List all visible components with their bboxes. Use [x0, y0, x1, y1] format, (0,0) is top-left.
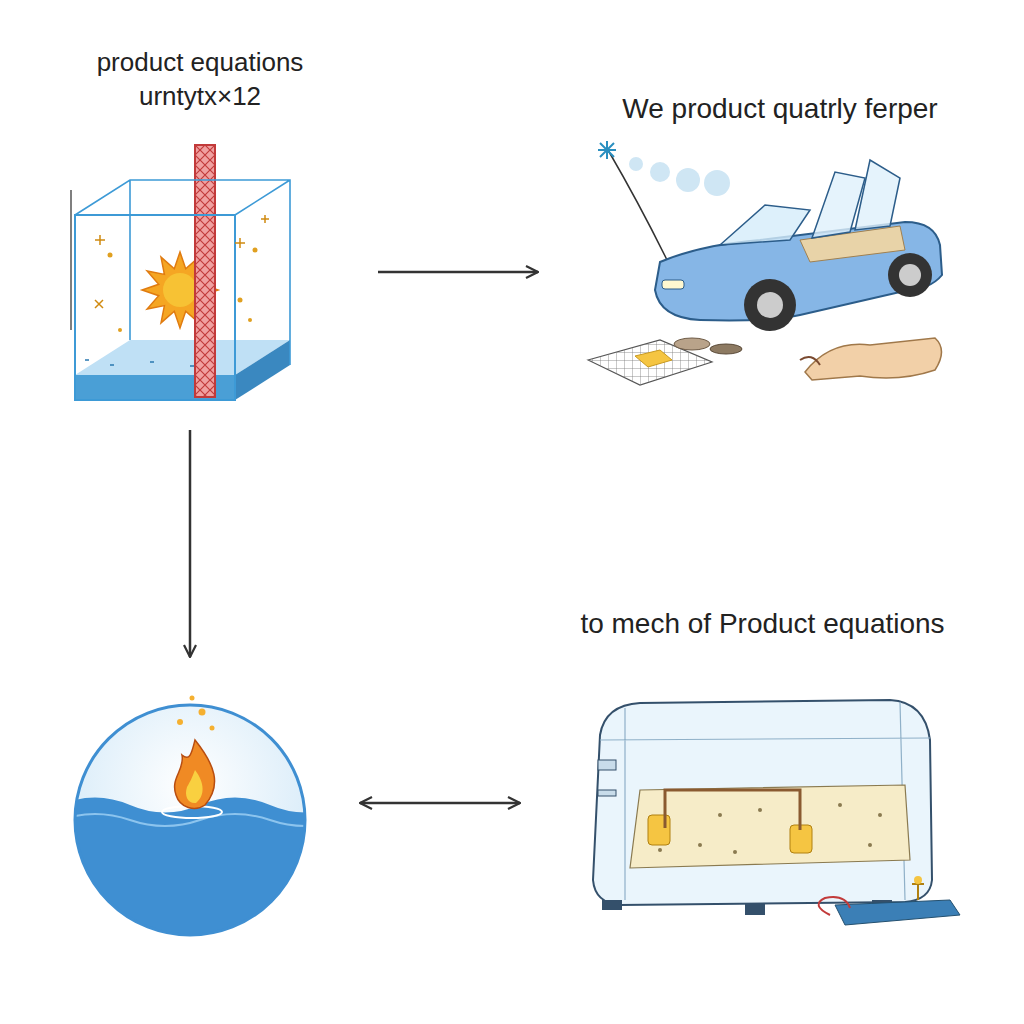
car-illustration-part — [598, 141, 616, 159]
car-illustration-part — [805, 338, 942, 380]
machine-illustration-part — [598, 760, 616, 770]
machine-illustration-part — [912, 884, 924, 900]
machine-illustration-part — [914, 876, 922, 884]
machine-illustration-part — [868, 843, 872, 847]
machine-illustration-part — [665, 790, 800, 830]
glass-tank-part — [163, 273, 197, 307]
flame-in-water-part — [199, 709, 206, 716]
glass-tank-part — [118, 328, 122, 332]
node-heading: product equations urntytx×12 — [70, 40, 330, 114]
flame-in-water-part — [60, 798, 340, 951]
machine-illustration-part — [758, 808, 762, 812]
flow-arrow — [189, 430, 192, 657]
car-illustration-part — [855, 160, 900, 230]
glass-tank-part — [195, 145, 215, 397]
car-illustration-part — [635, 350, 672, 367]
flame-in-water — [60, 696, 340, 951]
car-illustration-part — [704, 170, 730, 196]
glass-tank-part — [235, 340, 290, 400]
machine-illustration-part — [819, 897, 850, 915]
glass-tank-part — [238, 298, 243, 303]
machine-illustration-part — [658, 848, 662, 852]
car-illustration-part — [888, 253, 932, 297]
car-illustration-part — [650, 162, 670, 182]
glass-tank — [71, 145, 290, 400]
car-illustration-part — [899, 264, 921, 286]
glass-tank-part — [108, 253, 113, 258]
flame-in-water-part-part — [60, 798, 340, 951]
glass-tank-part — [195, 145, 215, 397]
machine-illustration-part — [718, 813, 722, 817]
glass-tank-part — [253, 248, 258, 253]
machine-illustration-part — [630, 785, 910, 868]
glass-tank-part — [75, 180, 290, 365]
car-illustration-part — [710, 344, 742, 354]
car-illustration-part — [662, 280, 684, 289]
machine-illustration-part — [733, 850, 737, 854]
car-illustration-part — [744, 279, 796, 331]
car-illustration-part — [720, 205, 810, 245]
glass-tank-part — [248, 318, 252, 322]
node-heading: to mech of Product equations — [545, 600, 980, 642]
machine-illustration-part — [835, 900, 960, 925]
car-illustration-part — [629, 157, 643, 171]
car-illustration-part — [800, 357, 820, 365]
machine-illustration-part — [598, 790, 616, 796]
car-node: We product quatrly ferper — [570, 85, 990, 395]
flame-in-water-part — [75, 705, 305, 935]
machine-illustration-part — [602, 900, 622, 910]
machine-node: to mech of Product equations — [540, 600, 985, 935]
flame-in-water-part-part — [60, 814, 340, 826]
machine-illustration-part — [593, 700, 932, 905]
flame-in-water-part — [190, 696, 195, 701]
car-illustration — [588, 141, 942, 385]
glass-tank-part — [95, 215, 269, 308]
machine-illustration-part — [600, 702, 930, 900]
flame-in-water-part — [175, 740, 215, 808]
flame-circle-node — [72, 702, 308, 938]
flow-arrow — [378, 271, 538, 274]
machine-illustration-part — [745, 903, 765, 915]
car-illustration-part — [676, 168, 700, 192]
machine-illustration-part — [838, 803, 842, 807]
glass-tank-part — [70, 190, 72, 330]
flame-in-water-part — [177, 719, 183, 725]
car-illustration-part — [655, 222, 942, 320]
car-illustration-part — [674, 338, 710, 350]
machine-illustration-part — [878, 813, 882, 817]
flame-in-water-part — [210, 726, 215, 731]
flow-arrow — [360, 802, 520, 805]
machine-illustration-part — [648, 815, 670, 845]
machine-illustration-part — [698, 843, 702, 847]
glass-tank-part — [75, 215, 235, 400]
flame-in-water-part — [186, 770, 203, 803]
car-illustration-part — [757, 292, 783, 318]
connector-group — [190, 272, 538, 803]
glass-tank-part — [85, 360, 194, 366]
node-heading: We product quatrly ferper — [575, 85, 985, 127]
tank-node: product equations urntytx×12 — [60, 40, 340, 410]
machine-illustration — [593, 700, 960, 925]
